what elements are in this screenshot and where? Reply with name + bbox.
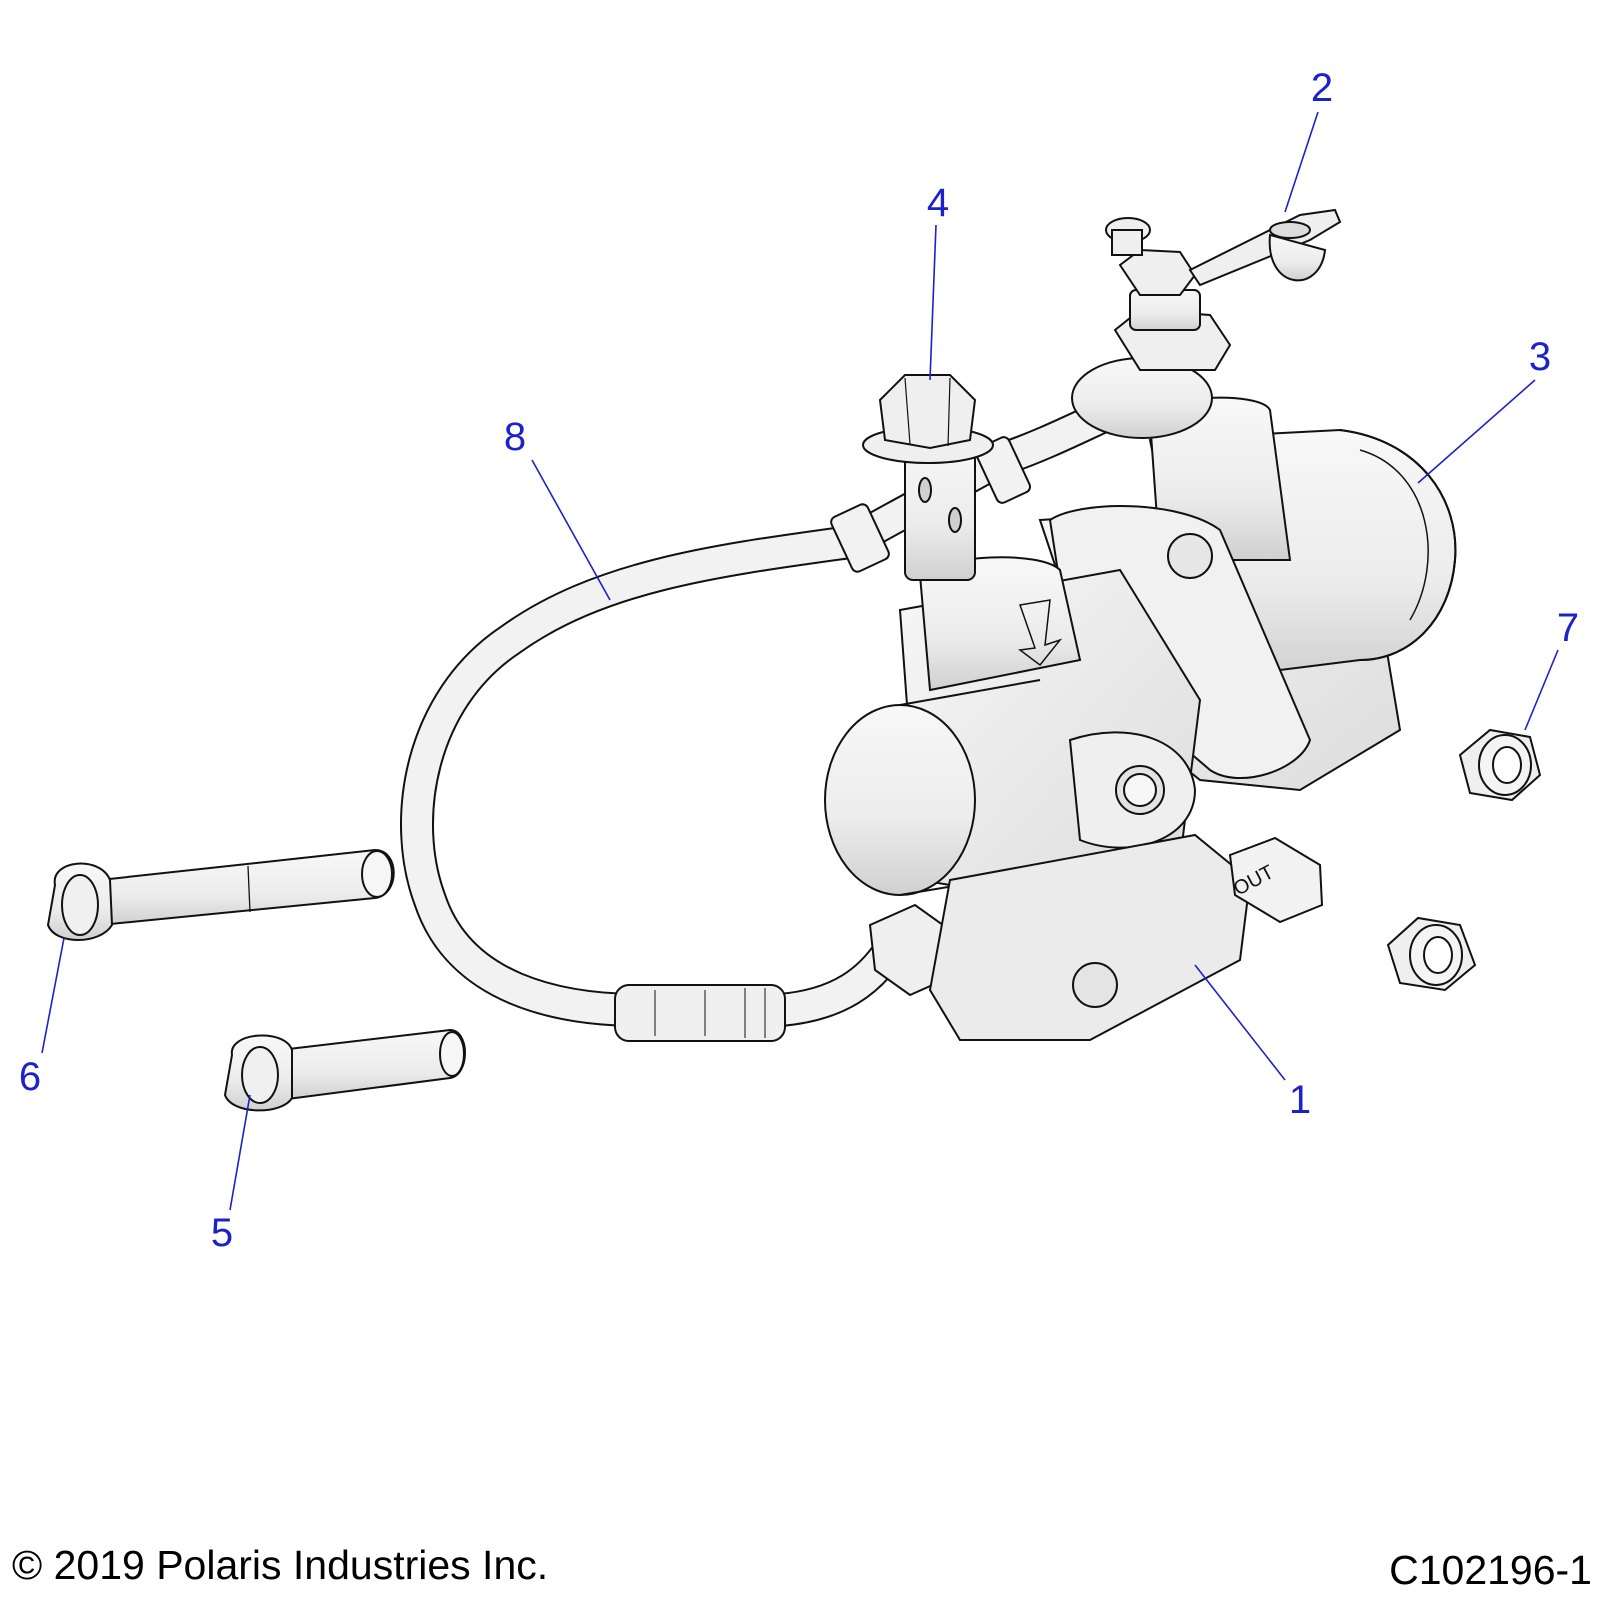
callout-2: 2 (1310, 66, 1334, 110)
callout-4: 4 (926, 181, 950, 225)
callout-3: 3 (1528, 335, 1552, 379)
callout-7: 7 (1556, 606, 1580, 650)
banjo-bolt-part-4 (862, 374, 994, 581)
callout-8: 8 (503, 415, 527, 459)
bolt-part-5 (223, 1028, 466, 1112)
callout-6: 6 (18, 1055, 42, 1099)
bleeder-valve-part-2 (1071, 208, 1342, 439)
drawing-number: C102196-1 (1389, 1547, 1592, 1593)
leader-lines (41, 111, 1559, 1211)
bolt-part-6 (46, 848, 395, 941)
callout-1: 1 (1288, 1078, 1312, 1122)
copyright-notice: © 2019 Polaris Industries Inc. (12, 1542, 549, 1588)
nut-part-7-upper (1458, 728, 1542, 802)
valve-body-part-1 (824, 396, 1457, 1041)
callout-5: 5 (210, 1211, 234, 1255)
nut-part-7-lower (1386, 916, 1477, 992)
